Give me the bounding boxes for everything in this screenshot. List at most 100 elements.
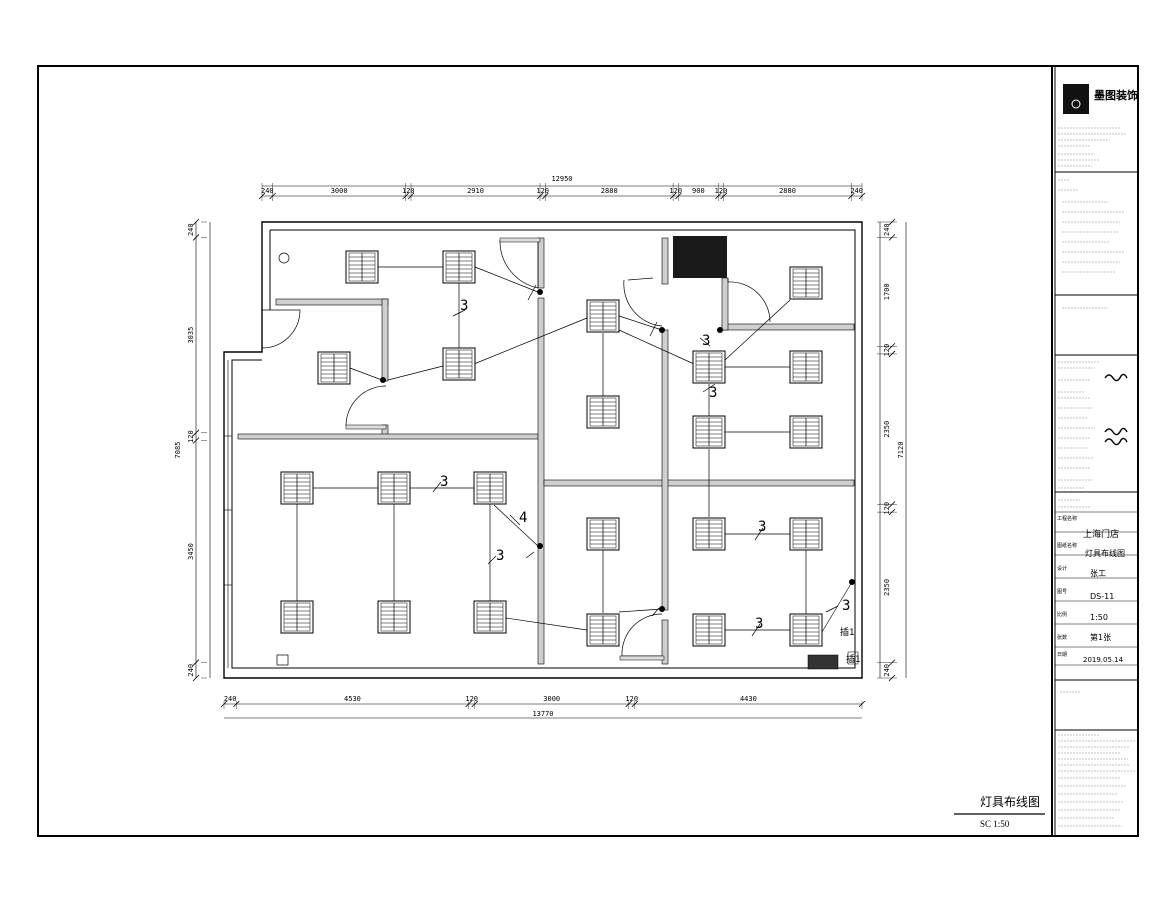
light-fixture-icon bbox=[473, 600, 507, 634]
column-icon bbox=[276, 654, 289, 666]
dimension-value: 120 bbox=[536, 187, 549, 195]
dimension-value: 120 bbox=[883, 502, 891, 515]
door-swing-room4 bbox=[623, 279, 663, 327]
drawing-number-value: DS-11 bbox=[1090, 592, 1114, 601]
light-fixture-icon bbox=[473, 471, 507, 505]
door-swing-room5 bbox=[727, 281, 771, 323]
dimension-value: 3000 bbox=[331, 187, 348, 195]
light-fixtures bbox=[280, 250, 823, 647]
signature-mark bbox=[1104, 373, 1128, 382]
distribution-box-icon bbox=[807, 654, 839, 670]
door-swing-room2 bbox=[345, 385, 387, 427]
outlet-label: 插1 bbox=[846, 653, 860, 665]
drawing-number-label: 图号 bbox=[1057, 589, 1067, 595]
date-value: 2019.05.14 bbox=[1083, 656, 1124, 664]
circuit-label: 3 bbox=[842, 598, 850, 614]
designer-label: 设计 bbox=[1057, 565, 1067, 572]
dimension-value: 3450 bbox=[187, 543, 195, 560]
sheet-value: 第1张 bbox=[1090, 632, 1111, 642]
company-logo-icon bbox=[1063, 84, 1089, 114]
drawing-name-label: 图纸名称 bbox=[1057, 542, 1077, 549]
signature-mark bbox=[1104, 427, 1128, 436]
dimension-value: 1700 bbox=[883, 283, 891, 300]
junctions bbox=[380, 289, 723, 612]
title-block: 墨图装饰 工程名称 上海门店 图纸名称 灯具布线图 设计 张工 图号 DS-11… bbox=[1055, 84, 1138, 827]
floor-drain-icon bbox=[278, 252, 290, 264]
dimension-value: 900 bbox=[692, 187, 705, 195]
drawing-scale: SC 1:50 bbox=[980, 819, 1010, 829]
inner-wall-outline bbox=[231, 229, 856, 669]
light-fixture-icon bbox=[692, 613, 726, 647]
light-fixture-icon bbox=[789, 613, 823, 647]
light-fixture-icon bbox=[377, 600, 411, 634]
dimension-value: 2350 bbox=[883, 421, 891, 438]
dimension-ticks bbox=[192, 183, 897, 709]
circuit-label: 3 bbox=[440, 474, 448, 490]
door-swing-room6 bbox=[621, 613, 663, 657]
dimension-value: 240 bbox=[224, 695, 237, 703]
date-label: 日期 bbox=[1057, 652, 1067, 658]
partition-walls bbox=[237, 237, 855, 665]
switch-icon bbox=[849, 579, 855, 585]
dimension-value: 4430 bbox=[740, 695, 757, 703]
light-fixture-icon bbox=[442, 347, 476, 381]
dimension-value: 2880 bbox=[779, 187, 796, 195]
dimension-value: 120 bbox=[669, 187, 682, 195]
dimension-value: 120 bbox=[187, 430, 195, 443]
dimension-total: 12950 bbox=[551, 175, 572, 183]
project-value: 上海门店 bbox=[1083, 528, 1119, 540]
shaft-block bbox=[673, 236, 727, 278]
light-fixture-icon bbox=[789, 266, 823, 300]
dimension-value: 2350 bbox=[883, 579, 891, 596]
dimension-lines bbox=[195, 185, 907, 719]
designer-value: 张工 bbox=[1090, 569, 1106, 578]
project-label: 工程名称 bbox=[1057, 515, 1077, 522]
light-fixture-icon bbox=[789, 517, 823, 551]
circuit-label: 3 bbox=[460, 298, 468, 314]
light-fixture-icon bbox=[586, 517, 620, 551]
floor-plan: 3 3 3 3 4 3 3 3 3 插1 插1 bbox=[223, 221, 863, 679]
circuit-label: 3 bbox=[758, 519, 766, 535]
door-swing-room3 bbox=[499, 239, 539, 289]
dimension-value: 120 bbox=[465, 695, 478, 703]
dimension-value: 240 bbox=[883, 664, 891, 677]
signature-mark bbox=[1104, 437, 1128, 446]
circuit-label: 3 bbox=[755, 616, 763, 632]
dimension-value: 240 bbox=[850, 187, 863, 195]
circuit-label: 4 bbox=[519, 510, 527, 526]
light-fixture-icon bbox=[345, 250, 379, 284]
light-fixture-icon bbox=[280, 600, 314, 634]
dimension-value: 2880 bbox=[601, 187, 618, 195]
light-fixture-icon bbox=[586, 299, 620, 333]
dimension-value: 240 bbox=[187, 664, 195, 677]
dimension-value: 4530 bbox=[344, 695, 361, 703]
dimension-value: 120 bbox=[625, 695, 638, 703]
light-fixture-icon bbox=[789, 415, 823, 449]
light-fixture-icon bbox=[789, 350, 823, 384]
circuit-label: 3 bbox=[496, 548, 504, 564]
light-fixture-icon bbox=[692, 350, 726, 384]
drawing-title-block: 灯具布线图 SC 1:50 bbox=[954, 795, 1045, 829]
light-fixture-icon bbox=[280, 471, 314, 505]
door-swing-entry bbox=[261, 309, 301, 349]
light-fixture-icon bbox=[442, 250, 476, 284]
circuit-label: 3 bbox=[702, 333, 710, 349]
dimension-total: 7085 bbox=[174, 442, 182, 459]
dimension-value: 3000 bbox=[543, 695, 560, 703]
sheet-label: 张数 bbox=[1057, 634, 1067, 641]
dimension-value: 2910 bbox=[467, 187, 484, 195]
scale-label: 比例 bbox=[1057, 611, 1067, 618]
drawing-title: 灯具布线图 bbox=[980, 795, 1040, 809]
circuit-label: 3 bbox=[709, 385, 717, 401]
company-name: 墨图装饰 bbox=[1094, 88, 1138, 102]
dimension-value: 120 bbox=[883, 344, 891, 357]
outer-wall-outline bbox=[223, 221, 863, 679]
drawing-name-value: 灯具布线图 bbox=[1085, 548, 1125, 558]
outlet-label: 插1 bbox=[840, 626, 854, 638]
dimension-value: 3035 bbox=[187, 327, 195, 344]
dimension-labels: 240 3000 120 2910 120 2880 120 900 120 2880 240 129… bbox=[174, 175, 905, 718]
light-fixture-icon bbox=[377, 471, 411, 505]
light-fixture-icon bbox=[586, 395, 620, 429]
light-fixture-icon bbox=[692, 517, 726, 551]
